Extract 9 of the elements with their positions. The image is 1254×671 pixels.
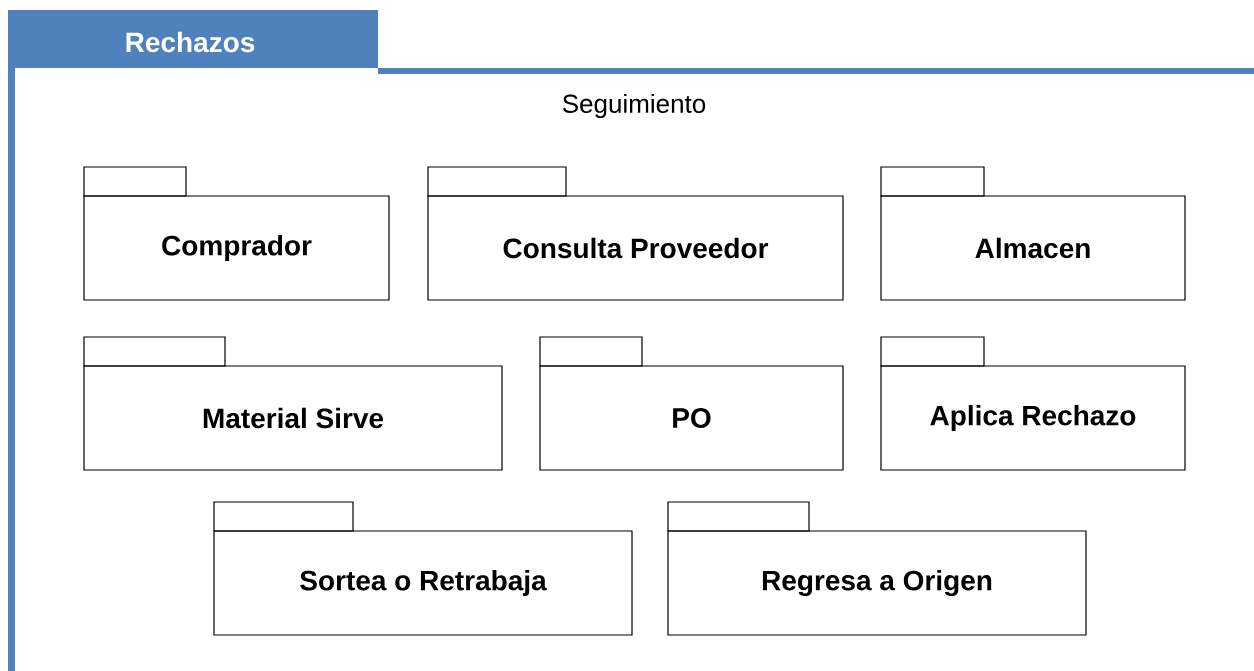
package-box: Comprador — [83, 166, 390, 301]
package-box: Almacen — [880, 166, 1186, 301]
package-box: Consulta Proveedor — [427, 166, 844, 301]
package-box: Material Sirve — [83, 336, 503, 471]
package-box: PO — [539, 336, 844, 471]
frame-heading: Seguimiento — [562, 93, 706, 119]
package-box: Sortea o Retrabaja — [213, 501, 633, 636]
package-box: Regresa a Origen — [667, 501, 1087, 636]
package-box: Aplica Rechazo — [880, 336, 1186, 471]
